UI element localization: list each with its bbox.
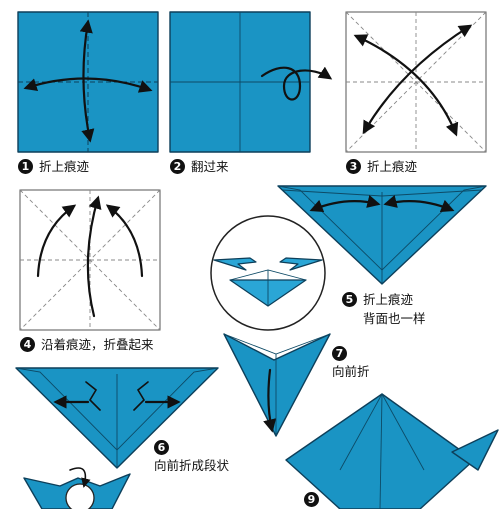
step-number: 4 — [20, 337, 35, 352]
step8-figure — [23, 467, 131, 509]
step-4-caption: 4 沿着痕迹，折叠起来 — [20, 337, 154, 354]
step-6-caption: 6 向前折成段状 — [154, 440, 229, 475]
step-text: 向前折 — [332, 364, 370, 379]
step5-inset — [210, 215, 326, 331]
step-text: 向前折成段状 — [154, 458, 230, 473]
step2-figure — [169, 11, 333, 153]
step-3-caption: 3 折上痕迹 — [346, 159, 417, 176]
step-text: 沿着痕迹，折叠起来 — [41, 337, 154, 352]
step-text: 翻过来 — [191, 159, 229, 174]
step-7-caption: 7 向前折 — [332, 346, 370, 381]
step-number: 7 — [332, 346, 347, 361]
step1-figure — [17, 11, 159, 153]
step-5-caption: 5 折上痕迹 背面也一样 — [342, 292, 426, 328]
step6-figure — [15, 367, 219, 469]
step-9-caption: 9 — [304, 492, 319, 507]
step-text: 折上痕迹 — [367, 159, 418, 174]
step-text: 折上痕迹 — [39, 159, 90, 174]
step3-figure — [345, 11, 487, 153]
step-number: 1 — [18, 159, 33, 174]
step-text-2: 背面也一样 — [363, 311, 426, 326]
step-number: 9 — [304, 492, 319, 507]
step-number: 3 — [346, 159, 361, 174]
step-1-caption: 1 折上痕迹 — [18, 159, 89, 176]
step-number: 5 — [342, 292, 357, 307]
step-number: 6 — [154, 440, 169, 455]
step7-figure — [223, 333, 331, 437]
step4-figure — [19, 189, 161, 331]
step-2-caption: 2 翻过来 — [170, 159, 229, 176]
step-number: 2 — [170, 159, 185, 174]
step9-figure — [285, 393, 499, 509]
step5-figure — [277, 185, 487, 285]
step-text: 折上痕迹 — [363, 292, 414, 307]
